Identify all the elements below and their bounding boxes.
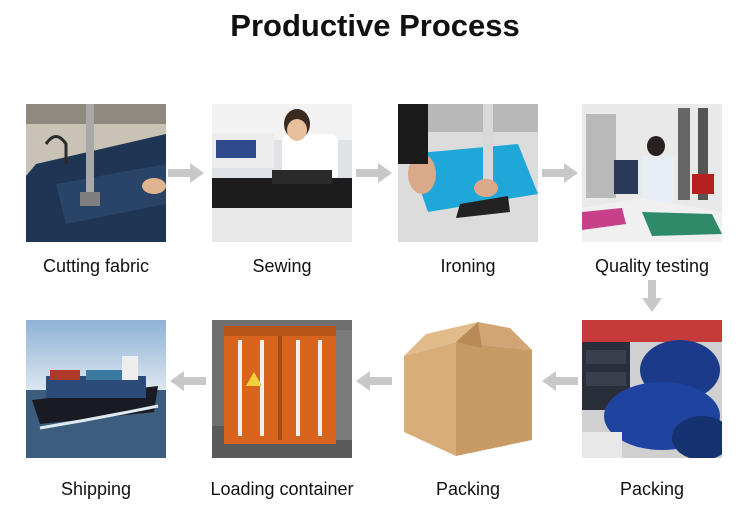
sewing-photo: [212, 104, 352, 242]
step-7-label: Loading container: [187, 479, 377, 500]
arrow-right-2: [356, 163, 392, 183]
arrow-down: [642, 280, 662, 312]
cutting-fabric-photo: [26, 104, 166, 242]
arrow-left-1: [542, 371, 578, 391]
step-4-image: [582, 104, 722, 242]
step-8-label: Shipping: [1, 479, 191, 500]
arrow-left-2: [356, 371, 392, 391]
quality-testing-photo: [582, 104, 722, 242]
step-2-label: Sewing: [187, 256, 377, 277]
step-8-image: [26, 320, 166, 458]
step-4-label: Quality testing: [557, 256, 747, 277]
arrow-right-1: [168, 163, 204, 183]
step-5-label: Packing: [557, 479, 747, 500]
page-title: Productive Process: [0, 8, 750, 44]
cargo-ship-photo: [26, 320, 166, 458]
step-5-image: [582, 320, 722, 458]
arrow-left-3: [170, 371, 206, 391]
step-3-label: Ironing: [373, 256, 563, 277]
step-1-label: Cutting fabric: [1, 256, 191, 277]
step-2-image: [212, 104, 352, 242]
shipping-container-photo: [212, 320, 352, 458]
step-1-image: [26, 104, 166, 242]
step-3-image: [398, 104, 538, 242]
cardboard-box-photo: [398, 320, 538, 458]
arrow-right-3: [542, 163, 578, 183]
step-7-image: [212, 320, 352, 458]
ironing-photo: [398, 104, 538, 242]
packed-garments-photo: [582, 320, 722, 458]
step-6-image: [398, 320, 538, 458]
step-6-label: Packing: [373, 479, 563, 500]
